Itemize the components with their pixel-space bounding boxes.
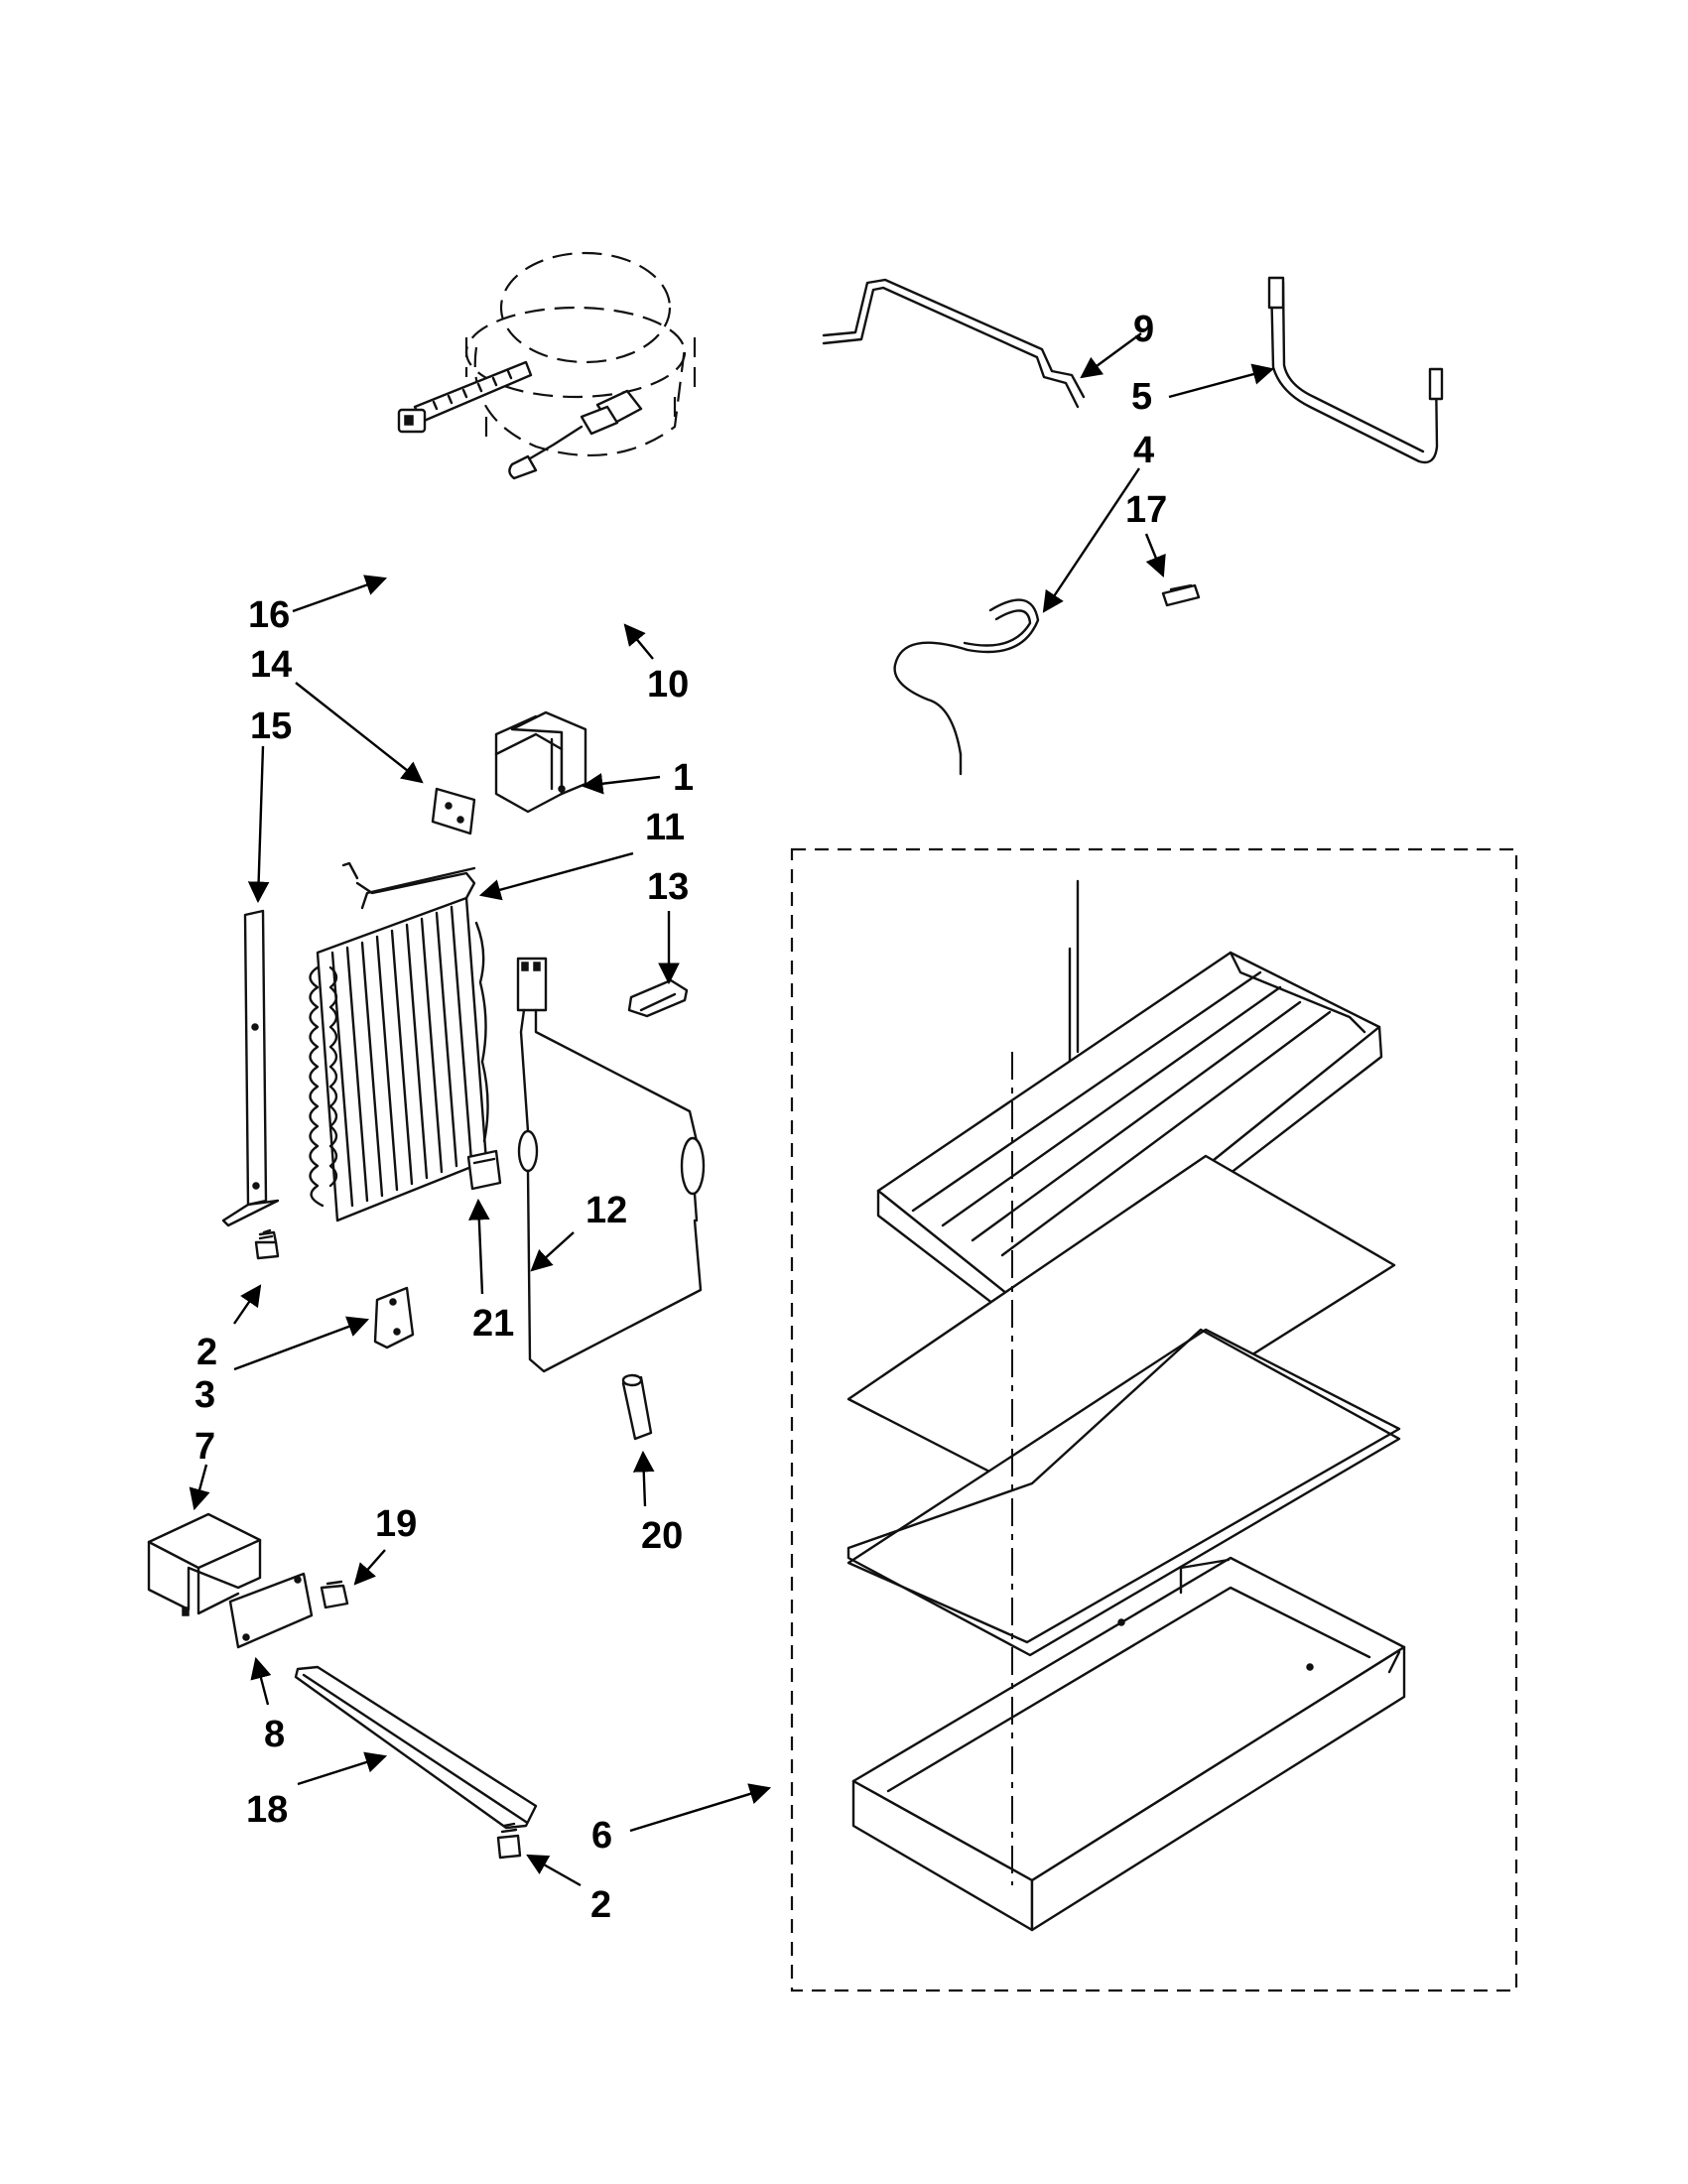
leader-2-upper: [233, 1284, 262, 1325]
callout-16: 16: [248, 594, 290, 636]
tube-part-4: [893, 598, 1040, 776]
condenser-coil-part: [309, 861, 489, 1222]
leader-19: [353, 1549, 386, 1586]
leader-2-lower: [526, 1854, 582, 1887]
callout-10: 10: [647, 664, 689, 706]
screw-part-lower: [496, 1822, 522, 1860]
leader-3: [233, 1316, 370, 1371]
callout-19: 19: [375, 1503, 417, 1545]
leader-11: [478, 851, 634, 901]
callout-6: 6: [591, 1815, 612, 1857]
leader-15: [247, 745, 270, 904]
tube-part-5: [1267, 276, 1444, 464]
leader-7: [189, 1464, 210, 1511]
leader-4: [1042, 467, 1140, 613]
leader-9: [1080, 332, 1142, 379]
leader-10: [623, 623, 654, 660]
callout-7: 7: [195, 1426, 215, 1468]
callout-13: 13: [647, 866, 689, 908]
drain-tray-part: [851, 1556, 1406, 1932]
pad-part: [466, 1149, 502, 1191]
callout-20: 20: [641, 1515, 683, 1557]
small-clip-part: [1161, 583, 1201, 607]
leader-5: [1168, 363, 1275, 399]
mounting-box-part: [147, 1512, 262, 1616]
leader-17: [1144, 533, 1166, 578]
leader-18: [297, 1751, 388, 1786]
callout-4: 4: [1133, 430, 1154, 471]
assembly-6-boundary: [790, 847, 1518, 1992]
callout-9: 9: [1133, 309, 1154, 350]
leader-lines: [189, 332, 1275, 1887]
leader-8: [250, 1656, 272, 1706]
callout-18: 18: [246, 1789, 288, 1831]
small-bracket-part: [373, 1286, 415, 1349]
insulation-sheet-base: [846, 1328, 1401, 1657]
bracket-box-part: [494, 710, 587, 814]
callout-17: 17: [1125, 489, 1167, 531]
callout-labels: 1 2 2 3 4 5 6 7 8 9 10 11 12 13 14 15 16…: [195, 309, 1167, 1926]
wire-harness-part: [516, 957, 706, 1373]
callout-2-lower: 2: [590, 1884, 611, 1926]
small-plate-part: [431, 787, 476, 835]
cable-tie-part: [397, 360, 533, 434]
leader-1: [581, 773, 661, 795]
callout-14: 14: [250, 644, 292, 686]
callout-1: 1: [673, 757, 694, 799]
leader-21: [468, 1198, 490, 1295]
screw-part-upper: [254, 1228, 280, 1260]
callout-5: 5: [1131, 376, 1152, 418]
callout-2-upper: 2: [196, 1332, 217, 1373]
long-strip-part: [221, 909, 280, 1227]
compressor-outline: [464, 251, 697, 456]
leader-14: [295, 682, 424, 784]
callout-8: 8: [264, 1714, 285, 1755]
leader-6: [629, 1783, 772, 1833]
callout-15: 15: [250, 706, 292, 747]
plate-part: [228, 1572, 314, 1649]
callout-3: 3: [195, 1374, 215, 1416]
sensor-connector-part: [508, 389, 643, 480]
screw-part-19: [320, 1580, 349, 1609]
leader-16: [292, 575, 388, 613]
leader-20: [632, 1450, 655, 1507]
rail-part: [294, 1665, 538, 1830]
insulation-sheet-lower: [846, 1328, 1401, 1644]
clip-part: [627, 978, 689, 1018]
callout-12: 12: [585, 1190, 627, 1231]
leader-12: [530, 1231, 575, 1272]
tube-part: [621, 1373, 653, 1441]
tube-part-9: [822, 278, 1086, 409]
insulation-sheet-upper: [846, 1154, 1396, 1495]
callout-21: 21: [472, 1303, 514, 1345]
callout-11: 11: [645, 807, 685, 848]
